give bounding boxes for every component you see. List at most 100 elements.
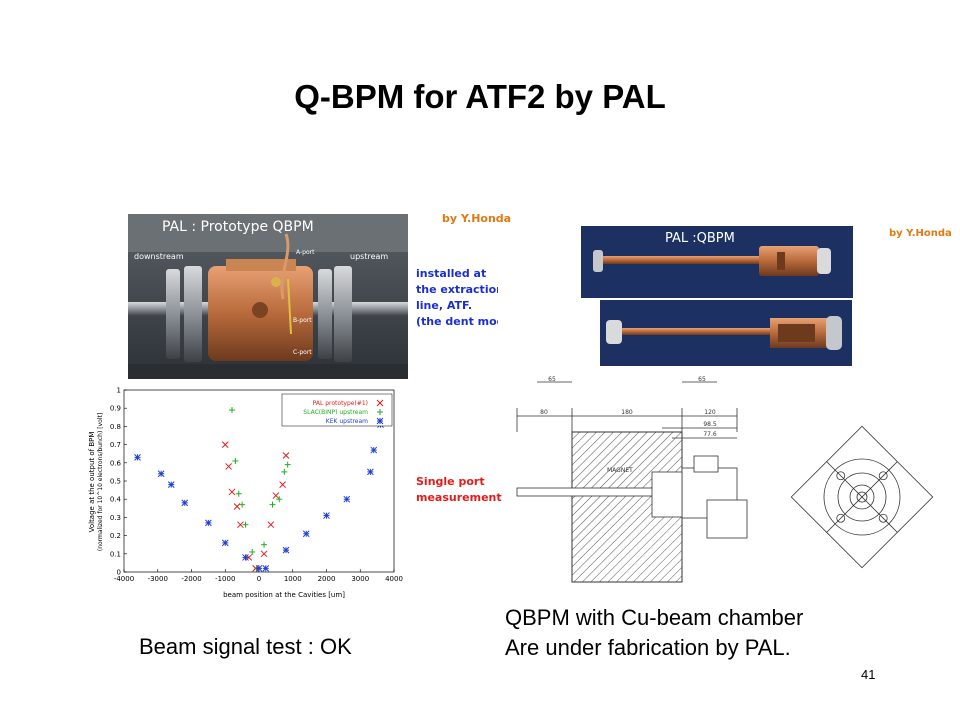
y-tick-label: 0.4: [110, 496, 122, 504]
chart-y-axis-sublabel: (normalized for 10^10 electrons/bunch) […: [97, 413, 104, 551]
data-point: [260, 550, 268, 558]
x-tick-label: 2000: [318, 575, 336, 583]
technical-drawing-graphic: 65 65 80 180 120 98.5 77.6 MAGNET: [516, 376, 934, 583]
data-point: [282, 546, 290, 554]
data-point: [272, 492, 280, 499]
measurement-note: Single port measurement: [416, 474, 502, 506]
dim-label: 77.6: [703, 431, 717, 438]
slide-title: Q-BPM for ATF2 by PAL: [294, 78, 666, 115]
install-note: installed at the extraction line, ATF. (…: [416, 266, 498, 330]
data-point: [367, 468, 374, 476]
dim-label: 65: [698, 376, 706, 383]
right-caption-line: Are under fabrication by PAL.: [505, 635, 791, 660]
data-point: [232, 457, 239, 464]
downstream-label: downstream: [134, 252, 184, 261]
legend-entry-marker: [376, 399, 384, 407]
data-point: [233, 503, 241, 510]
right-credit: by Y.Honda: [889, 228, 952, 239]
data-point: [239, 501, 246, 508]
data-point: [261, 541, 268, 548]
install-note-line: the extraction: [416, 283, 498, 296]
x-tick-label: -1000: [215, 575, 235, 583]
qbpm-render-bottom-graphic: [600, 300, 852, 366]
c-port-label: C-port: [293, 349, 312, 356]
install-note-line: (the dent mode: [416, 315, 498, 328]
left-caption: Beam signal test : OK: [139, 634, 352, 659]
x-tick-label: -3000: [148, 575, 168, 583]
data-point: [302, 530, 310, 538]
legend-entry-label: KEK upstream: [326, 418, 368, 425]
y-tick-label: 0.5: [110, 478, 121, 486]
data-point: [323, 512, 330, 519]
y-tick-label: 0.8: [110, 423, 121, 431]
x-tick-label: 1000: [284, 575, 302, 583]
data-point: [276, 496, 283, 503]
legend-entry-label: SLAC(BINP) upstream: [303, 409, 368, 416]
left-credit: by Y.Honda: [442, 212, 512, 225]
x-tick-label: 0: [257, 575, 261, 583]
data-point: [249, 548, 256, 555]
qbpm-technical-drawing: 65 65 80 180 120 98.5 77.6 MAGNET: [512, 372, 937, 597]
y-tick-label: 0.3: [110, 514, 121, 522]
x-tick-label: 4000: [385, 575, 403, 583]
data-point: [181, 499, 189, 507]
install-note-line: installed at: [416, 267, 487, 280]
legend-entry-label: PAL prototype(#1): [313, 400, 368, 407]
y-tick-label: 1: [117, 387, 121, 395]
chart-x-axis-label: beam position at the Cavities [um]: [223, 591, 345, 599]
dim-label: 120: [704, 409, 716, 416]
dim-label: 98.5: [703, 421, 717, 428]
data-point: [284, 461, 291, 468]
data-point: [228, 488, 236, 496]
y-tick-label: 0.2: [110, 532, 121, 540]
data-point: [235, 490, 242, 497]
x-tick-label: -4000: [114, 575, 134, 583]
right-caption: QBPM with Cu-beam chamber Are under fabr…: [505, 603, 803, 663]
y-tick-label: 0.7: [110, 441, 121, 449]
data-point: [237, 521, 244, 529]
chart-marks: [134, 407, 384, 572]
legend-entry-marker: [376, 417, 384, 425]
data-point: [343, 495, 351, 503]
data-point: [262, 565, 270, 572]
dim-label: 80: [540, 409, 548, 416]
prototype-photo-title: PAL : Prototype QBPM: [162, 219, 314, 235]
data-point: [205, 519, 212, 527]
data-point: [281, 468, 288, 475]
x-tick-label: 3000: [351, 575, 369, 583]
y-tick-label: 0.9: [110, 405, 121, 413]
data-point: [267, 521, 275, 529]
data-point: [255, 565, 263, 572]
data-point: [242, 554, 249, 561]
measurement-note-line: Single port: [416, 475, 485, 488]
dim-label: 65: [548, 376, 556, 383]
magnet-label: MAGNET: [607, 467, 633, 474]
qbpm-render-top: PAL :QBPM: [581, 226, 853, 298]
data-point: [221, 539, 229, 547]
install-note-line: line, ATF.: [416, 299, 473, 312]
data-point: [242, 521, 249, 528]
a-port-label: A-port: [296, 249, 315, 256]
qbpm-render-bottom: [600, 300, 852, 366]
data-point: [279, 481, 286, 488]
data-point: [282, 452, 290, 459]
legend-box: [281, 393, 393, 427]
qbpm-render-top-graphic: PAL :QBPM: [581, 226, 853, 298]
data-point: [167, 481, 175, 488]
qbpm-photo-title: PAL :QBPM: [665, 231, 735, 246]
data-point: [134, 453, 141, 461]
dim-label: 180: [621, 409, 633, 416]
b-port-label: B-port: [293, 317, 312, 324]
data-point: [225, 463, 232, 470]
data-point: [269, 501, 276, 508]
prototype-photo: PAL : Prototype QBPM downstream upstream…: [128, 214, 408, 379]
measurement-note-line: measurement: [416, 491, 502, 504]
y-tick-label: 0.1: [110, 550, 121, 558]
right-caption-line: QBPM with Cu-beam chamber: [505, 605, 804, 630]
chart-y-axis-label: Voltage at the output of BPM: [88, 432, 96, 533]
data-point: [229, 407, 235, 414]
prototype-photo-graphic: PAL : Prototype QBPM downstream upstream…: [128, 214, 408, 379]
chart-legend: PAL prototype(#1) SLAC(BINP) upstreamKEK …: [281, 393, 393, 427]
